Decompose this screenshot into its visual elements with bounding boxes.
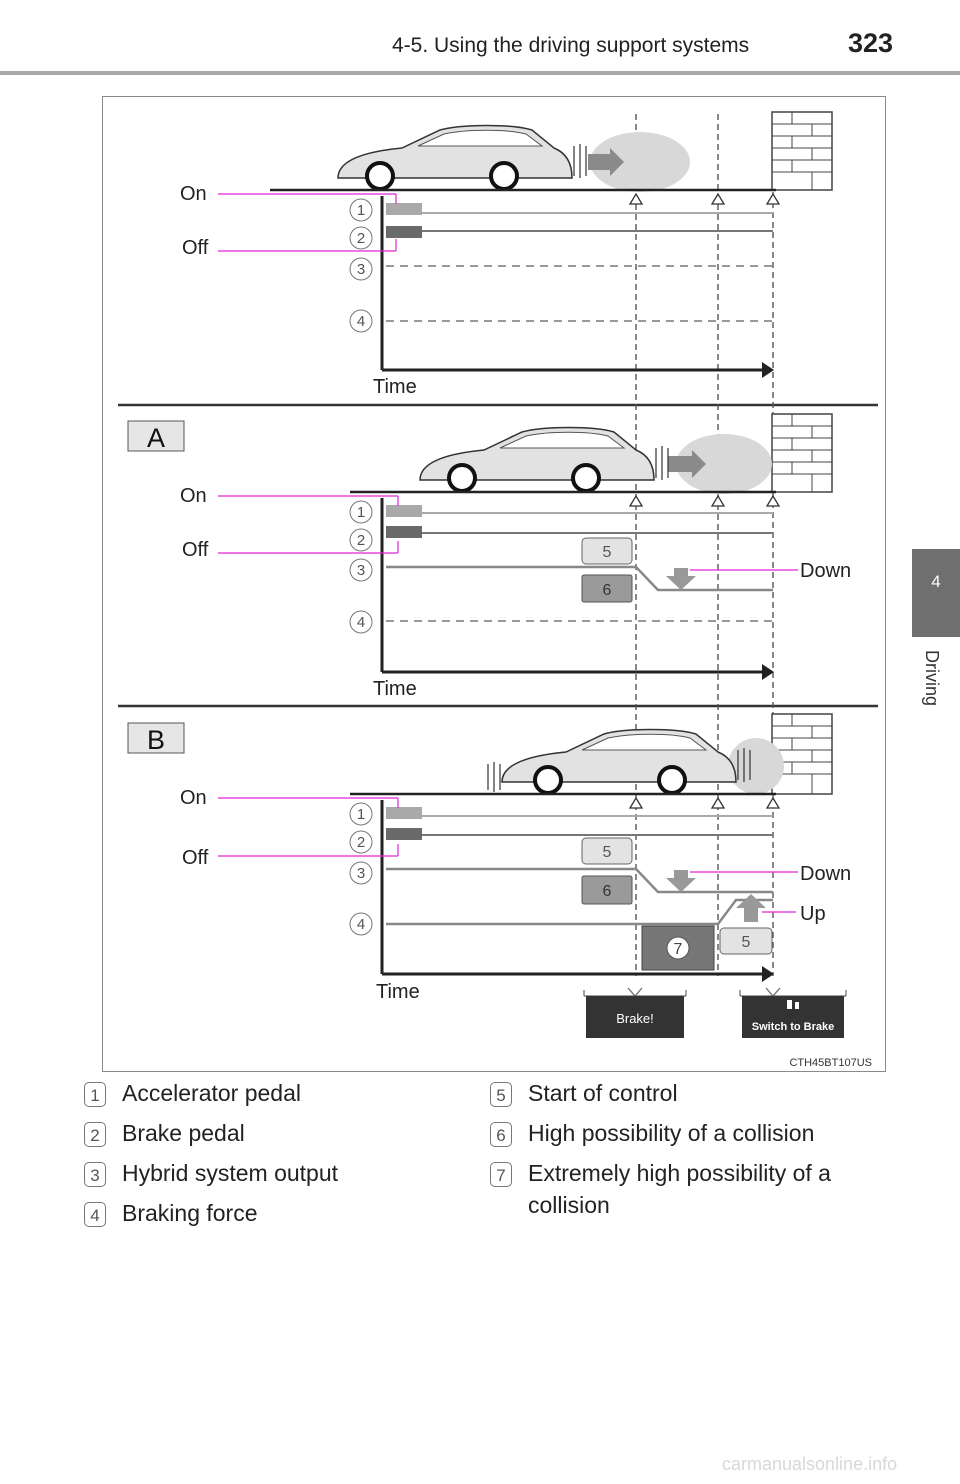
chapter-label: Driving	[922, 650, 942, 707]
watermark: carmanualsonline.info	[722, 1454, 898, 1474]
callout-1: 1	[357, 202, 365, 219]
callout-5: 5	[603, 544, 612, 561]
chapter-tab	[912, 549, 960, 637]
up-label: Up	[800, 903, 826, 925]
panel-a-label: A	[147, 423, 165, 453]
legend-high-possibility: High possibility of a collision	[528, 1120, 815, 1146]
legend-accelerator-pedal: Accelerator pedal	[122, 1080, 301, 1106]
legend-brake-pedal: Brake pedal	[122, 1120, 245, 1146]
callout-3: 3	[357, 261, 365, 278]
legend-num-6: 6	[490, 1122, 512, 1147]
car-icon	[337, 124, 587, 191]
callout-3: 3	[357, 865, 365, 882]
chapter-number: 4	[931, 572, 941, 591]
panel-b: B 5 6 7 5	[127, 713, 851, 1038]
legend-num-1: 1	[84, 1082, 106, 1107]
callout-2: 2	[357, 834, 365, 851]
legend: 1 Accelerator pedal 2 Brake pedal 3 Hybr…	[84, 1080, 904, 1240]
legend-extremely-high-possibility-cont: collision	[528, 1192, 610, 1218]
callout-1: 1	[357, 806, 365, 823]
legend-braking-force: Braking force	[122, 1200, 258, 1226]
callout-2: 2	[357, 230, 365, 247]
legend-extremely-high-possibility: Extremely high possibility of a	[528, 1160, 831, 1186]
down-label: Down	[800, 863, 851, 885]
callout-1: 1	[357, 504, 365, 521]
legend-num-4: 4	[84, 1202, 106, 1227]
off-label: Off	[182, 539, 209, 561]
car-icon	[419, 426, 669, 493]
callout-5: 5	[603, 844, 612, 861]
pedal-switch-icon	[787, 1000, 799, 1009]
callout-4: 4	[357, 916, 365, 933]
legend-num-5: 5	[490, 1082, 512, 1107]
callout-3: 3	[357, 562, 365, 579]
callout-7: 7	[674, 941, 683, 958]
legend-hybrid-output: Hybrid system output	[122, 1160, 339, 1186]
off-label: Off	[182, 847, 209, 869]
time-label: Time	[376, 981, 420, 1003]
brick-wall	[771, 413, 833, 493]
pcs-timing-diagram: On Off Time 1 2 3 4 A	[102, 96, 886, 1072]
down-label: Down	[800, 560, 851, 582]
brick-wall	[771, 111, 833, 191]
legend-num-2: 2	[84, 1122, 106, 1147]
figure-code: CTH45BT107US	[789, 1057, 872, 1069]
on-label: On	[180, 787, 207, 809]
callout-4: 4	[357, 614, 365, 631]
time-label: Time	[373, 376, 417, 398]
legend-num-3: 3	[84, 1162, 106, 1187]
brick-wall	[771, 713, 833, 795]
callout-6: 6	[603, 582, 612, 599]
panel-b-label: B	[147, 725, 165, 755]
header-rule	[0, 71, 960, 75]
brake-display: Brake!	[616, 1011, 654, 1026]
callout-6: 6	[603, 883, 612, 900]
off-label: Off	[182, 237, 209, 259]
section-title: 4-5. Using the driving support systems	[392, 34, 750, 57]
page-number: 323	[848, 28, 894, 58]
time-label: Time	[373, 678, 417, 700]
on-label: On	[180, 485, 207, 507]
on-label: On	[180, 183, 207, 205]
panel-a: A 5 6 On O	[127, 413, 851, 700]
legend-num-7: 7	[490, 1162, 512, 1187]
switch-display: Switch to Brake	[752, 1021, 835, 1033]
callout-5: 5	[742, 934, 751, 951]
callout-4: 4	[357, 313, 365, 330]
panel-normal: On Off Time 1 2 3 4	[180, 111, 833, 398]
callout-2: 2	[357, 532, 365, 549]
legend-start-of-control: Start of control	[528, 1080, 678, 1106]
